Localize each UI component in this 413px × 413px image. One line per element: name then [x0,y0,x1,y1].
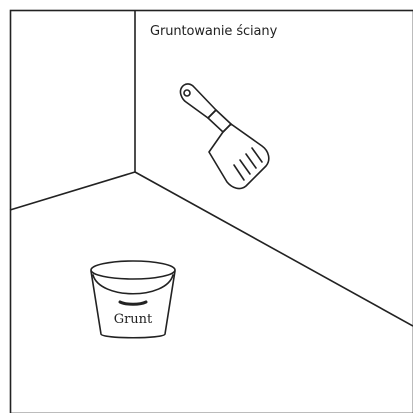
bucket-label: Grunt [98,312,168,327]
scene-title: Gruntowanie ściany [150,24,277,39]
